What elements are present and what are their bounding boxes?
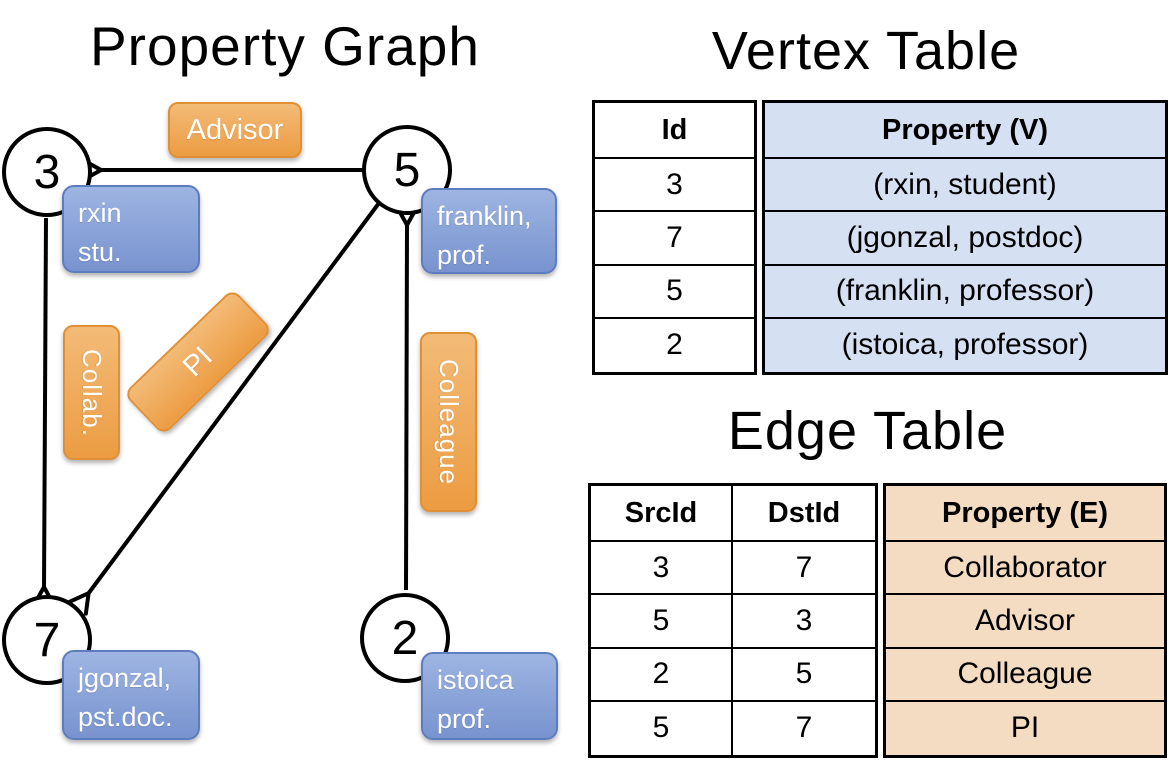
- edge-label-advisor: Advisor: [168, 102, 302, 158]
- node-2-circle: 2: [360, 593, 450, 683]
- table-cell: Collaborator: [886, 542, 1164, 596]
- table-cell: 7: [733, 542, 875, 596]
- table-cell: Advisor: [886, 595, 1164, 649]
- table-cell: (istoica, professor): [841, 328, 1089, 362]
- node-7-id: 7: [33, 613, 61, 667]
- edge-table-id-columns: SrcId DstId 3 7 5 3 2 5 5 7: [588, 483, 878, 758]
- edge-colleague-2-to-5: [406, 224, 407, 591]
- edge-collab-3-to-7: [44, 217, 46, 588]
- vertex-callout-rxin: rxin stu.: [62, 185, 200, 273]
- table-cell: (franklin, professor): [765, 266, 1165, 319]
- vertex-table-header-id: Id: [595, 103, 754, 159]
- table-cell: 5: [595, 266, 754, 319]
- node-5-id: 5: [393, 143, 421, 197]
- table-cell: 5: [591, 595, 733, 649]
- vertex-callout-franklin: franklin, prof.: [421, 188, 557, 274]
- table-cell: 3: [591, 542, 733, 596]
- table-cell: 2: [666, 328, 683, 362]
- table-cell: 3: [595, 159, 754, 213]
- vertex-table-title: Vertex Table: [711, 21, 1021, 81]
- edge-pi-5-to-7: [88, 201, 381, 594]
- table-cell: 5: [733, 649, 875, 702]
- property-graph-title: Property Graph: [89, 15, 480, 77]
- graph-edges-canvas: [0, 0, 585, 760]
- vertex-callout-jgonzal: jgonzal, pst.doc.: [62, 650, 200, 740]
- table-cell: (rxin, student): [765, 159, 1165, 213]
- table-cell: 2: [591, 648, 733, 702]
- table-cell: (jgonzal, postdoc): [765, 212, 1165, 266]
- table-cell: 5: [591, 701, 733, 755]
- table-cell: Colleague: [886, 649, 1164, 702]
- table-cell: 7: [795, 711, 813, 745]
- table-cell: 3: [733, 595, 875, 649]
- edge-table-header-dstid: DstId: [733, 486, 875, 542]
- vertex-callout-istoica: istoica prof.: [421, 652, 558, 740]
- edge-table-property-column: Property (E) Collaborator Advisor Collea…: [883, 483, 1167, 758]
- vertex-table-property-column: Property (V) (rxin, student) (jgonzal, p…: [762, 100, 1168, 375]
- edge-label-colleague: Colleague: [420, 332, 477, 512]
- table-cell: PI: [1010, 711, 1040, 745]
- node-2-id: 2: [391, 611, 419, 665]
- table-cell: 7: [595, 212, 754, 266]
- edge-label-collab: Collab.: [63, 325, 120, 460]
- vertex-table-header-property: Property (V): [765, 103, 1165, 159]
- vertex-table-id-column: Id 3 7 5 2: [592, 100, 757, 375]
- node-3-id: 3: [33, 145, 61, 199]
- edge-table-header-property: Property (E): [886, 486, 1164, 542]
- edge-table-title: Edge Table: [727, 401, 1008, 461]
- edge-table-header-srcid: SrcId: [591, 486, 733, 542]
